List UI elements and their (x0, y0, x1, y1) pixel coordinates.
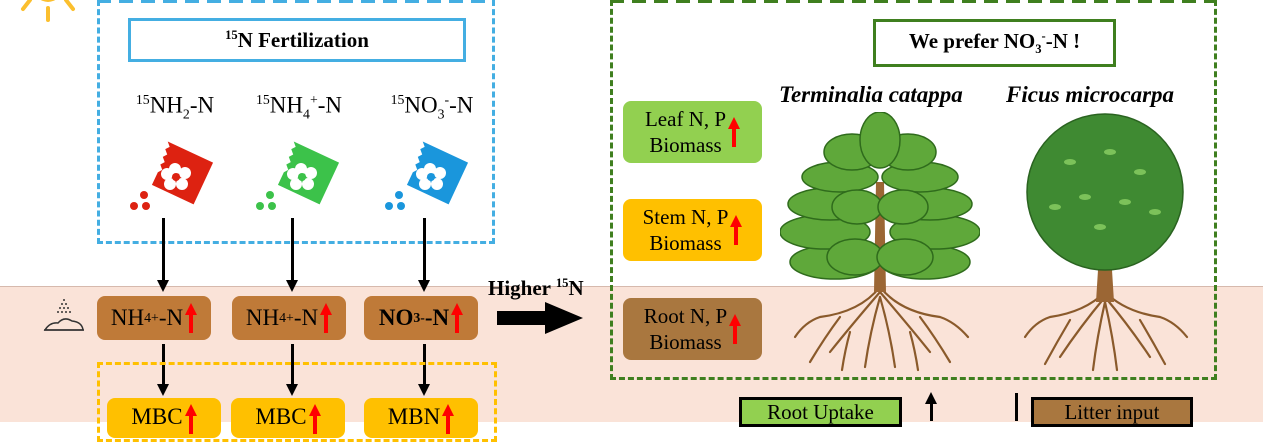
plant-frame-top (610, 0, 1217, 3)
increase-arrow-icon (442, 404, 455, 434)
flow-arrow-shaft (162, 344, 165, 386)
uptake-arrow-shaft (930, 398, 933, 421)
flow-arrow-head (418, 384, 430, 396)
transfer-arrow-shaft (497, 311, 547, 325)
terminalia-tree-icon (780, 112, 980, 372)
soil-pile-icon (43, 299, 84, 331)
flow-arrow-shaft (423, 344, 426, 386)
fert-label-nitrate: 15NO3--N (390, 92, 474, 122)
transfer-label: Higher 15N (488, 276, 584, 300)
flow-arrow-head (157, 280, 169, 292)
increase-arrow-icon (184, 404, 197, 434)
flow-arrow-shaft (291, 218, 294, 282)
microbial-box-mbn: MBN (364, 398, 478, 438)
increase-arrow-icon (728, 117, 741, 147)
increase-arrow-icon (730, 215, 743, 245)
ficus-tree-icon (1023, 113, 1189, 372)
fertilizer-bag-icon (385, 141, 469, 210)
litter-input-label: Litter input (1031, 397, 1193, 427)
preference-callout: We prefer NO3--N ! (873, 19, 1116, 67)
flow-arrow-head (286, 280, 298, 292)
fertilizer-bag-icon (130, 141, 214, 210)
species-label-terminalia: Terminalia catappa (779, 82, 963, 107)
flow-arrow-shaft (423, 218, 426, 282)
microbial-box-mbc-1: MBC (107, 398, 221, 438)
increase-arrow-icon (308, 404, 321, 434)
fertilization-frame (97, 0, 495, 244)
flow-arrow-head (286, 384, 298, 396)
microbial-box-mbc-2: MBC (231, 398, 345, 438)
fert-label-urea: 15NH2-N (135, 92, 215, 122)
flow-arrow-head (157, 384, 169, 396)
sun-icon (21, 0, 75, 22)
fert-label-ammonium: 15NH4+-N (256, 92, 342, 122)
increase-arrow-icon (320, 303, 333, 333)
increase-arrow-icon (729, 314, 742, 344)
uptake-arrow-head (925, 392, 937, 404)
flow-arrow-shaft (291, 344, 294, 386)
flow-arrow-head (418, 280, 430, 292)
transfer-arrow-head (545, 302, 583, 334)
flow-arrow-shaft (162, 218, 165, 282)
plant-frame (610, 0, 1217, 380)
root-uptake-label: Root Uptake (739, 397, 902, 427)
title-isotope: 15 (225, 27, 238, 42)
increase-arrow-icon (185, 303, 198, 333)
fertilizer-bag-icon (256, 141, 340, 210)
litter-flow-line (1015, 393, 1018, 421)
species-label-ficus: Ficus microcarpa (1006, 82, 1175, 107)
title-text: N Fertilization (237, 27, 369, 52)
increase-arrow-icon (451, 303, 464, 333)
fertilization-title: 15N Fertilization (128, 18, 466, 62)
fertilization-frame-top (97, 0, 495, 3)
